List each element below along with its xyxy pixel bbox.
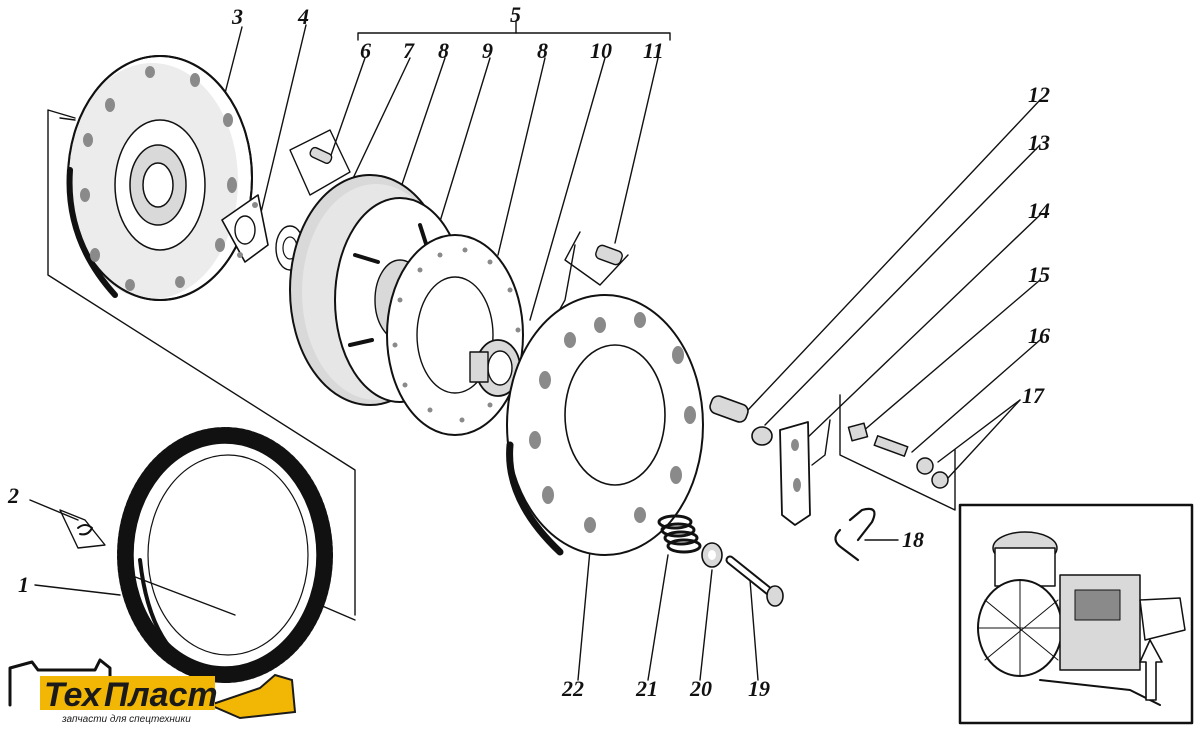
washer-part-20	[701, 542, 723, 568]
callout-2: 2	[7, 483, 19, 508]
callout-12: 12	[1028, 82, 1050, 107]
bush-part-11	[595, 244, 623, 266]
callout-1: 1	[18, 572, 29, 597]
logo-brand-part2: Пласт	[104, 676, 218, 714]
callout-18: 18	[902, 527, 924, 552]
logo-brand-part1: Тех	[44, 676, 103, 714]
callout-6: 6	[360, 38, 371, 63]
engine-inset	[958, 503, 1194, 725]
callout-22: 22	[561, 676, 584, 701]
cap-part-13	[751, 426, 773, 446]
hub-part-10	[469, 339, 521, 397]
leader-lines	[29, 21, 1041, 681]
flywheel-part-3	[66, 55, 253, 301]
lock-ring-part-2	[77, 524, 93, 536]
pressure-plate-part-22	[506, 294, 704, 556]
callout-4: 4	[297, 4, 309, 29]
spring-part-21	[657, 514, 702, 554]
callout-5: 5	[510, 2, 521, 27]
logo-band	[40, 676, 215, 710]
nut-part-15	[847, 422, 869, 442]
bolt-part-19	[725, 555, 784, 607]
pin-part-6	[309, 146, 333, 164]
callout-11: 11	[643, 38, 664, 63]
plate-part-4	[221, 194, 269, 263]
spring-clip-part-18	[834, 507, 876, 562]
callout-19: 19	[748, 676, 770, 701]
callout-3: 3	[231, 4, 243, 29]
lever-part-14	[779, 421, 811, 526]
callout-14: 14	[1028, 198, 1050, 223]
friction-disc-front-part-8	[386, 234, 524, 436]
callout-9: 9	[482, 38, 493, 63]
callout-13: 13	[1028, 130, 1050, 155]
nuts-part-17	[916, 457, 949, 489]
callout-10: 10	[590, 38, 612, 63]
callout-8b: 8	[537, 38, 548, 63]
logo-tagline: запчасти для спецтехники	[61, 714, 191, 725]
pin-part-12	[709, 395, 749, 423]
screw-part-16	[873, 435, 909, 457]
callout-16: 16	[1028, 323, 1050, 348]
callout-8a: 8	[438, 38, 449, 63]
callout-15: 15	[1028, 262, 1050, 287]
ring-gear-part-1	[117, 427, 333, 683]
callout-21: 21	[635, 676, 658, 701]
techplast-logo[interactable]: Тех Пласт запчасти для спецтехники	[8, 658, 297, 725]
callout-labels: 1 2 3 4 5 6 7 8 9 8 10 11 12 13 14 15 16…	[7, 2, 1050, 701]
callout-20: 20	[689, 676, 712, 701]
callout-17: 17	[1022, 383, 1045, 408]
callout-7: 7	[403, 38, 415, 63]
